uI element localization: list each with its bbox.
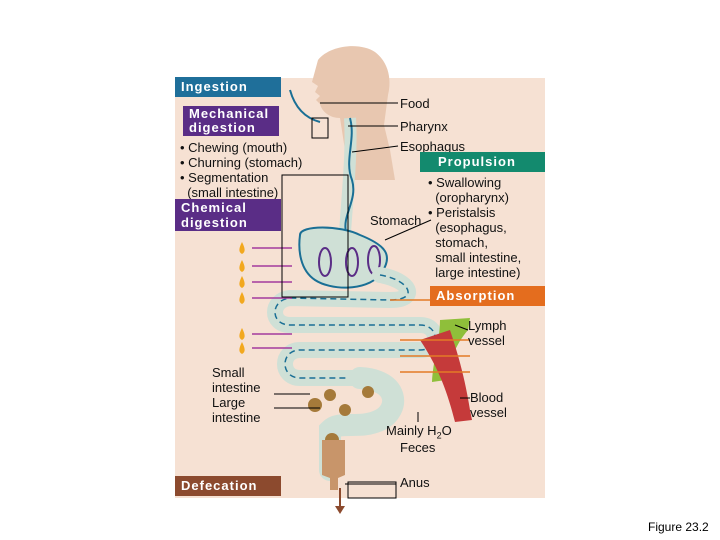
esophagus-label: Esophagus: [400, 139, 466, 154]
head-silhouette: [312, 46, 390, 150]
enzyme-drop: [239, 260, 245, 272]
leader-line: [384, 219, 432, 241]
large-intestine: [319, 367, 405, 481]
mechanical-digestion-box: Mechanical digestion: [183, 106, 279, 136]
blood-vessel-shape: [420, 330, 472, 422]
feces-blob: [324, 389, 336, 401]
ingestion-box: Ingestion: [175, 77, 281, 97]
blood-vessel-label: Blood vessel: [470, 390, 507, 420]
churning-arrow: [345, 247, 359, 277]
h2o-o: O: [441, 423, 452, 438]
enzyme-drop: [239, 276, 245, 288]
rectum: [322, 440, 345, 490]
pharynx-label: Pharynx: [400, 119, 448, 134]
bracket-box: [347, 481, 397, 499]
h2o-subscript: 2: [436, 430, 442, 441]
small-large-intestine-label: Small intestine Large intestine: [212, 365, 261, 425]
bracket-box: [311, 117, 329, 139]
feces-blob: [339, 404, 351, 416]
mainly-h2o-text: Mainly H: [386, 423, 437, 438]
neck: [345, 150, 395, 180]
churning-arrow: [318, 247, 332, 277]
anus-label: Anus: [400, 475, 430, 490]
enzyme-drop: [239, 342, 245, 354]
absorption-box: Absorption: [430, 286, 545, 306]
feces-blob: [362, 386, 374, 398]
food-label: Food: [400, 96, 430, 111]
esophagus-wave: [344, 117, 355, 233]
defecation-arrow-head: [335, 506, 345, 514]
enzyme-drop: [239, 292, 245, 304]
feces-label: Feces: [400, 440, 436, 455]
food-arrow-arc: [289, 89, 321, 123]
feces-blob: [308, 398, 322, 412]
figure-caption: Figure 23.2: [648, 520, 709, 534]
propulsion-items: • Swallowing (oropharynx) • Peristalsis …: [428, 175, 522, 280]
propulsion-box: Propulsion: [420, 152, 545, 172]
stomach-label: Stomach: [370, 213, 422, 228]
leader-line: [454, 324, 469, 331]
enzyme-drop: [239, 242, 245, 254]
bracket-box: [281, 174, 349, 298]
intestine-wave: [274, 274, 436, 379]
defecation-box: Defecation: [175, 476, 281, 496]
leader-line: [351, 145, 399, 153]
mainly-h2o-label: Mainly H2O: [386, 423, 452, 444]
chemical-digestion-box: Chemical digestion: [175, 199, 281, 231]
mechanical-items: • Chewing (mouth) • Churning (stomach) •…: [180, 140, 303, 200]
lymph-vessel-label: Lymph vessel: [468, 318, 507, 348]
enzyme-drop: [239, 328, 245, 340]
